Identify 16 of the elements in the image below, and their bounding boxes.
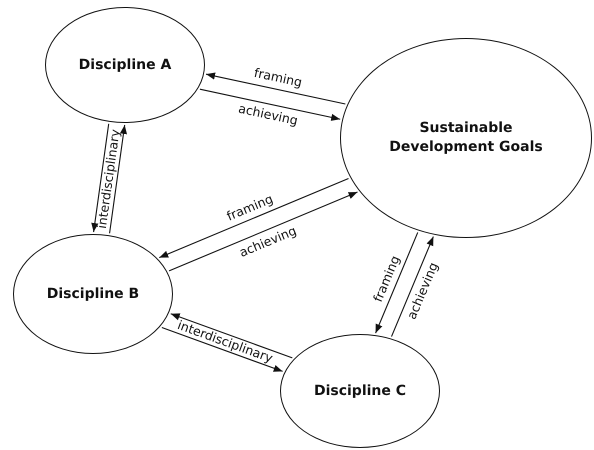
arrow [390, 236, 434, 337]
arrow [200, 88, 340, 121]
arrow [162, 327, 283, 372]
arrow [206, 72, 346, 105]
arrow [170, 313, 292, 358]
arrow [168, 192, 358, 272]
edge-label: achieving [236, 102, 299, 128]
node-label: Discipline A [78, 56, 172, 74]
node-label: Sustainable Development Goals [388, 119, 544, 157]
node-label: Discipline B [46, 284, 140, 304]
edge-label: framing [252, 67, 304, 90]
node-label: Discipline C [314, 382, 406, 400]
arrow [91, 124, 110, 232]
arrow [109, 124, 128, 234]
arrow [159, 178, 349, 258]
arrow [375, 232, 418, 334]
